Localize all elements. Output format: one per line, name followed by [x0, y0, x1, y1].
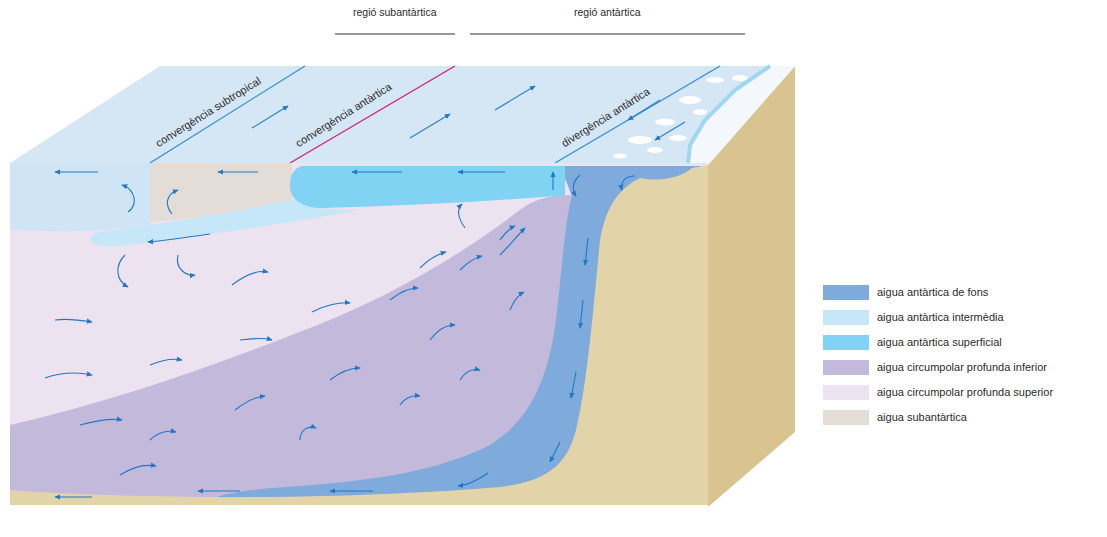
front-label: convergència subtropical: [153, 74, 263, 149]
legend-text: aigua antàrtica de fons: [877, 286, 988, 299]
legend-text: aigua circumpolar profunda inferior: [877, 361, 1047, 374]
legend-text: aigua antàrtica intermèdia: [877, 311, 1004, 324]
legend-swatch: [823, 310, 869, 325]
legend-text: aigua antàrtica superficial: [877, 336, 1002, 349]
sea-ice: [613, 75, 748, 159]
legend-swatch: [823, 385, 869, 400]
region-heading: regió subantàrtica: [353, 6, 436, 18]
legend-swatch: [823, 360, 869, 375]
front-label: divergència antàrtica: [559, 85, 652, 150]
surface-water: [290, 166, 556, 208]
front-line: [150, 66, 305, 163]
legend-text: aigua circumpolar profunda superior: [877, 386, 1053, 399]
legend-text: aigua subantàrtica: [877, 411, 967, 424]
ice-shelf: [688, 66, 795, 165]
sea-surface: [10, 66, 795, 165]
flow-arrows: [45, 172, 635, 497]
header-rule: [335, 34, 455, 35]
subtropical-water: [10, 163, 150, 231]
legend-swatch: [823, 410, 869, 425]
header-rule: [470, 34, 745, 35]
legend-swatch: [823, 335, 869, 350]
front-label: convergència antàrtica: [293, 80, 394, 149]
region-heading: regió antàrtica: [574, 6, 641, 18]
upwelling-strip: [553, 166, 565, 196]
front-line: [555, 66, 720, 163]
ice-edge: [688, 66, 770, 164]
legend-swatch: [823, 285, 869, 300]
upper-deep-water: [10, 163, 708, 505]
front-line: [290, 66, 455, 163]
